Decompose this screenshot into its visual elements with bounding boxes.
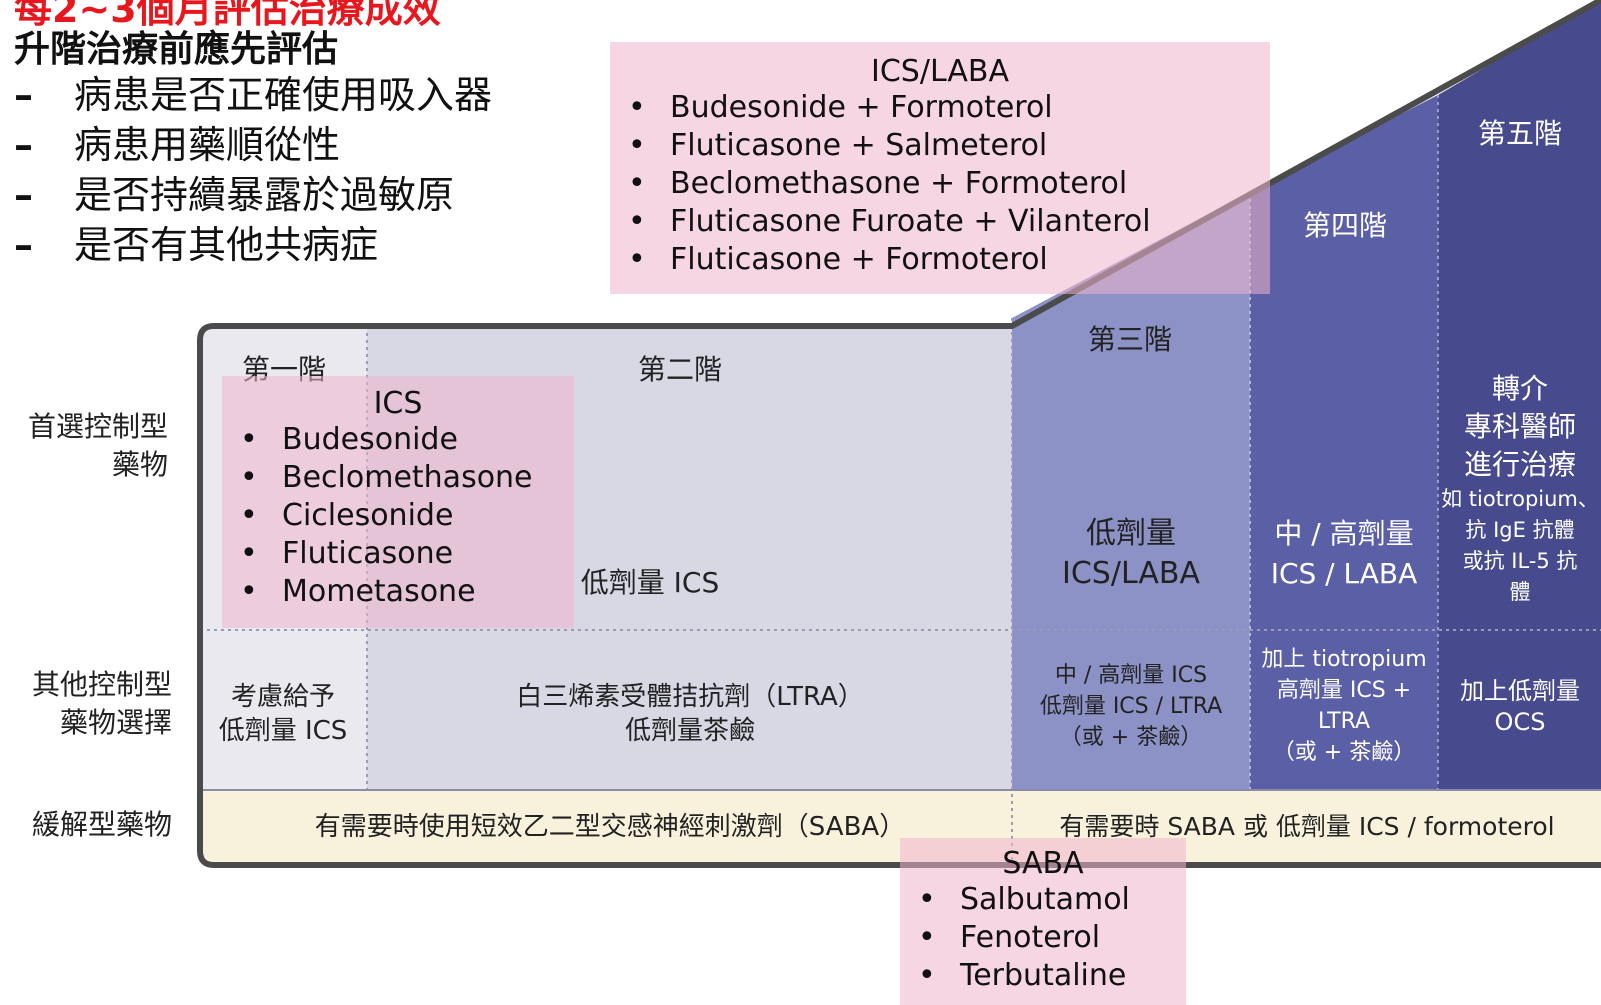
list-item: •Mometasone	[240, 574, 476, 609]
step2-heading: 第二階	[637, 353, 722, 386]
checklist-item: –是否持續暴露於過敏原	[14, 173, 455, 217]
step5-other-text: 加上低劑量 OCS	[1460, 677, 1580, 736]
review-title: 每2~3個月評估治療成效	[14, 0, 441, 31]
list-item: •Terbutaline	[918, 958, 1127, 993]
ics-laba-list: •Budesonide + Formoterol •Fluticasone + …	[610, 89, 1270, 279]
step3-heading: 第三階	[1087, 323, 1172, 356]
list-item: •Fluticasone + Salmeterol	[628, 128, 1048, 163]
step3-preferred-text: 低劑量 ICS/LABA	[1062, 516, 1200, 591]
list-item: •Salbutamol	[918, 882, 1130, 917]
list-item: •Fenoterol	[918, 920, 1101, 955]
step2-other-text: 白三烯素受體拮抗劑（LTRA） 低劑量茶鹼	[516, 682, 864, 746]
step5-band	[1438, 0, 1601, 790]
step3-other-text: 中 / 高劑量 ICS 低劑量 ICS / LTRA （或 + 茶鹼）	[1039, 663, 1223, 750]
assessment-checklist: –病患是否正確使用吸入器 –病患用藥順從性 –是否持續暴露於過敏原 –是否有其他…	[14, 70, 492, 270]
list-item: •Fluticasone + Formoterol	[628, 242, 1048, 277]
assessment-subtitle: 升階治療前應先評估	[14, 29, 339, 70]
reliever-right-text: 有需要時 SABA 或 低劑量 ICS / formoterol	[1059, 812, 1555, 841]
list-item: •Beclomethasone + Formoterol	[628, 166, 1128, 201]
list-item: •Fluticasone Furoate + Vilanterol	[628, 204, 1151, 239]
step3-band	[1012, 192, 1250, 790]
step4-band	[1250, 95, 1438, 790]
step4-other-text: 加上 tiotropium 高劑量 ICS + LTRA （或 + 茶鹼）	[1261, 647, 1427, 765]
list-item: •Fluticasone	[240, 536, 454, 571]
reliever-left-text: 有需要時使用短效乙二型交感神經刺激劑（SABA）	[314, 812, 906, 842]
step5-preferred-text: 轉介 專科醫師 進行治療 如 tiotropium、 抗 IgE 抗體 或抗 I…	[1441, 372, 1599, 604]
ics-laba-popup: ICS/LABA •Budesonide + Formoterol •Fluti…	[610, 42, 1270, 294]
checklist-item: –病患用藥順從性	[14, 123, 341, 167]
step2-preferred-text: 低劑量 ICS	[580, 566, 720, 599]
row-label-preferred: 首選控制型 藥物	[27, 410, 168, 481]
step4-preferred-text: 中 / 高劑量 ICS / LABA	[1270, 517, 1418, 590]
reliever-band	[200, 790, 1601, 865]
list-item: •Budesonide + Formoterol	[628, 90, 1053, 125]
ics-laba-popup-title: ICS/LABA	[871, 54, 1009, 89]
step5-heading: 第五階	[1477, 117, 1562, 150]
checklist-item: –是否有其他共病症	[14, 223, 379, 267]
ics-popup-title: ICS	[373, 386, 423, 421]
checklist-item: –病患是否正確使用吸入器	[14, 73, 493, 117]
list-item: •Budesonide	[240, 422, 458, 457]
list-item: •Beclomethasone	[240, 460, 533, 495]
saba-popup-title: SABA	[1002, 846, 1084, 881]
row-label-reliever: 緩解型藥物	[31, 808, 172, 841]
list-item: •Ciclesonide	[240, 498, 454, 533]
ics-popup: ICS •Budesonide •Beclomethasone •Cicleso…	[222, 376, 574, 628]
saba-list: •Salbutamol •Fenoterol •Terbutaline	[900, 881, 1186, 995]
step1-other-text: 考慮給予 低劑量 ICS	[218, 682, 348, 746]
step4-heading: 第四階	[1302, 209, 1387, 242]
row-label-other: 其他控制型 藥物選擇	[31, 668, 172, 739]
ics-list: •Budesonide •Beclomethasone •Ciclesonide…	[222, 421, 574, 611]
staircase-outline	[197, 0, 1601, 868]
saba-popup: SABA •Salbutamol •Fenoterol •Terbutaline	[900, 838, 1186, 1005]
